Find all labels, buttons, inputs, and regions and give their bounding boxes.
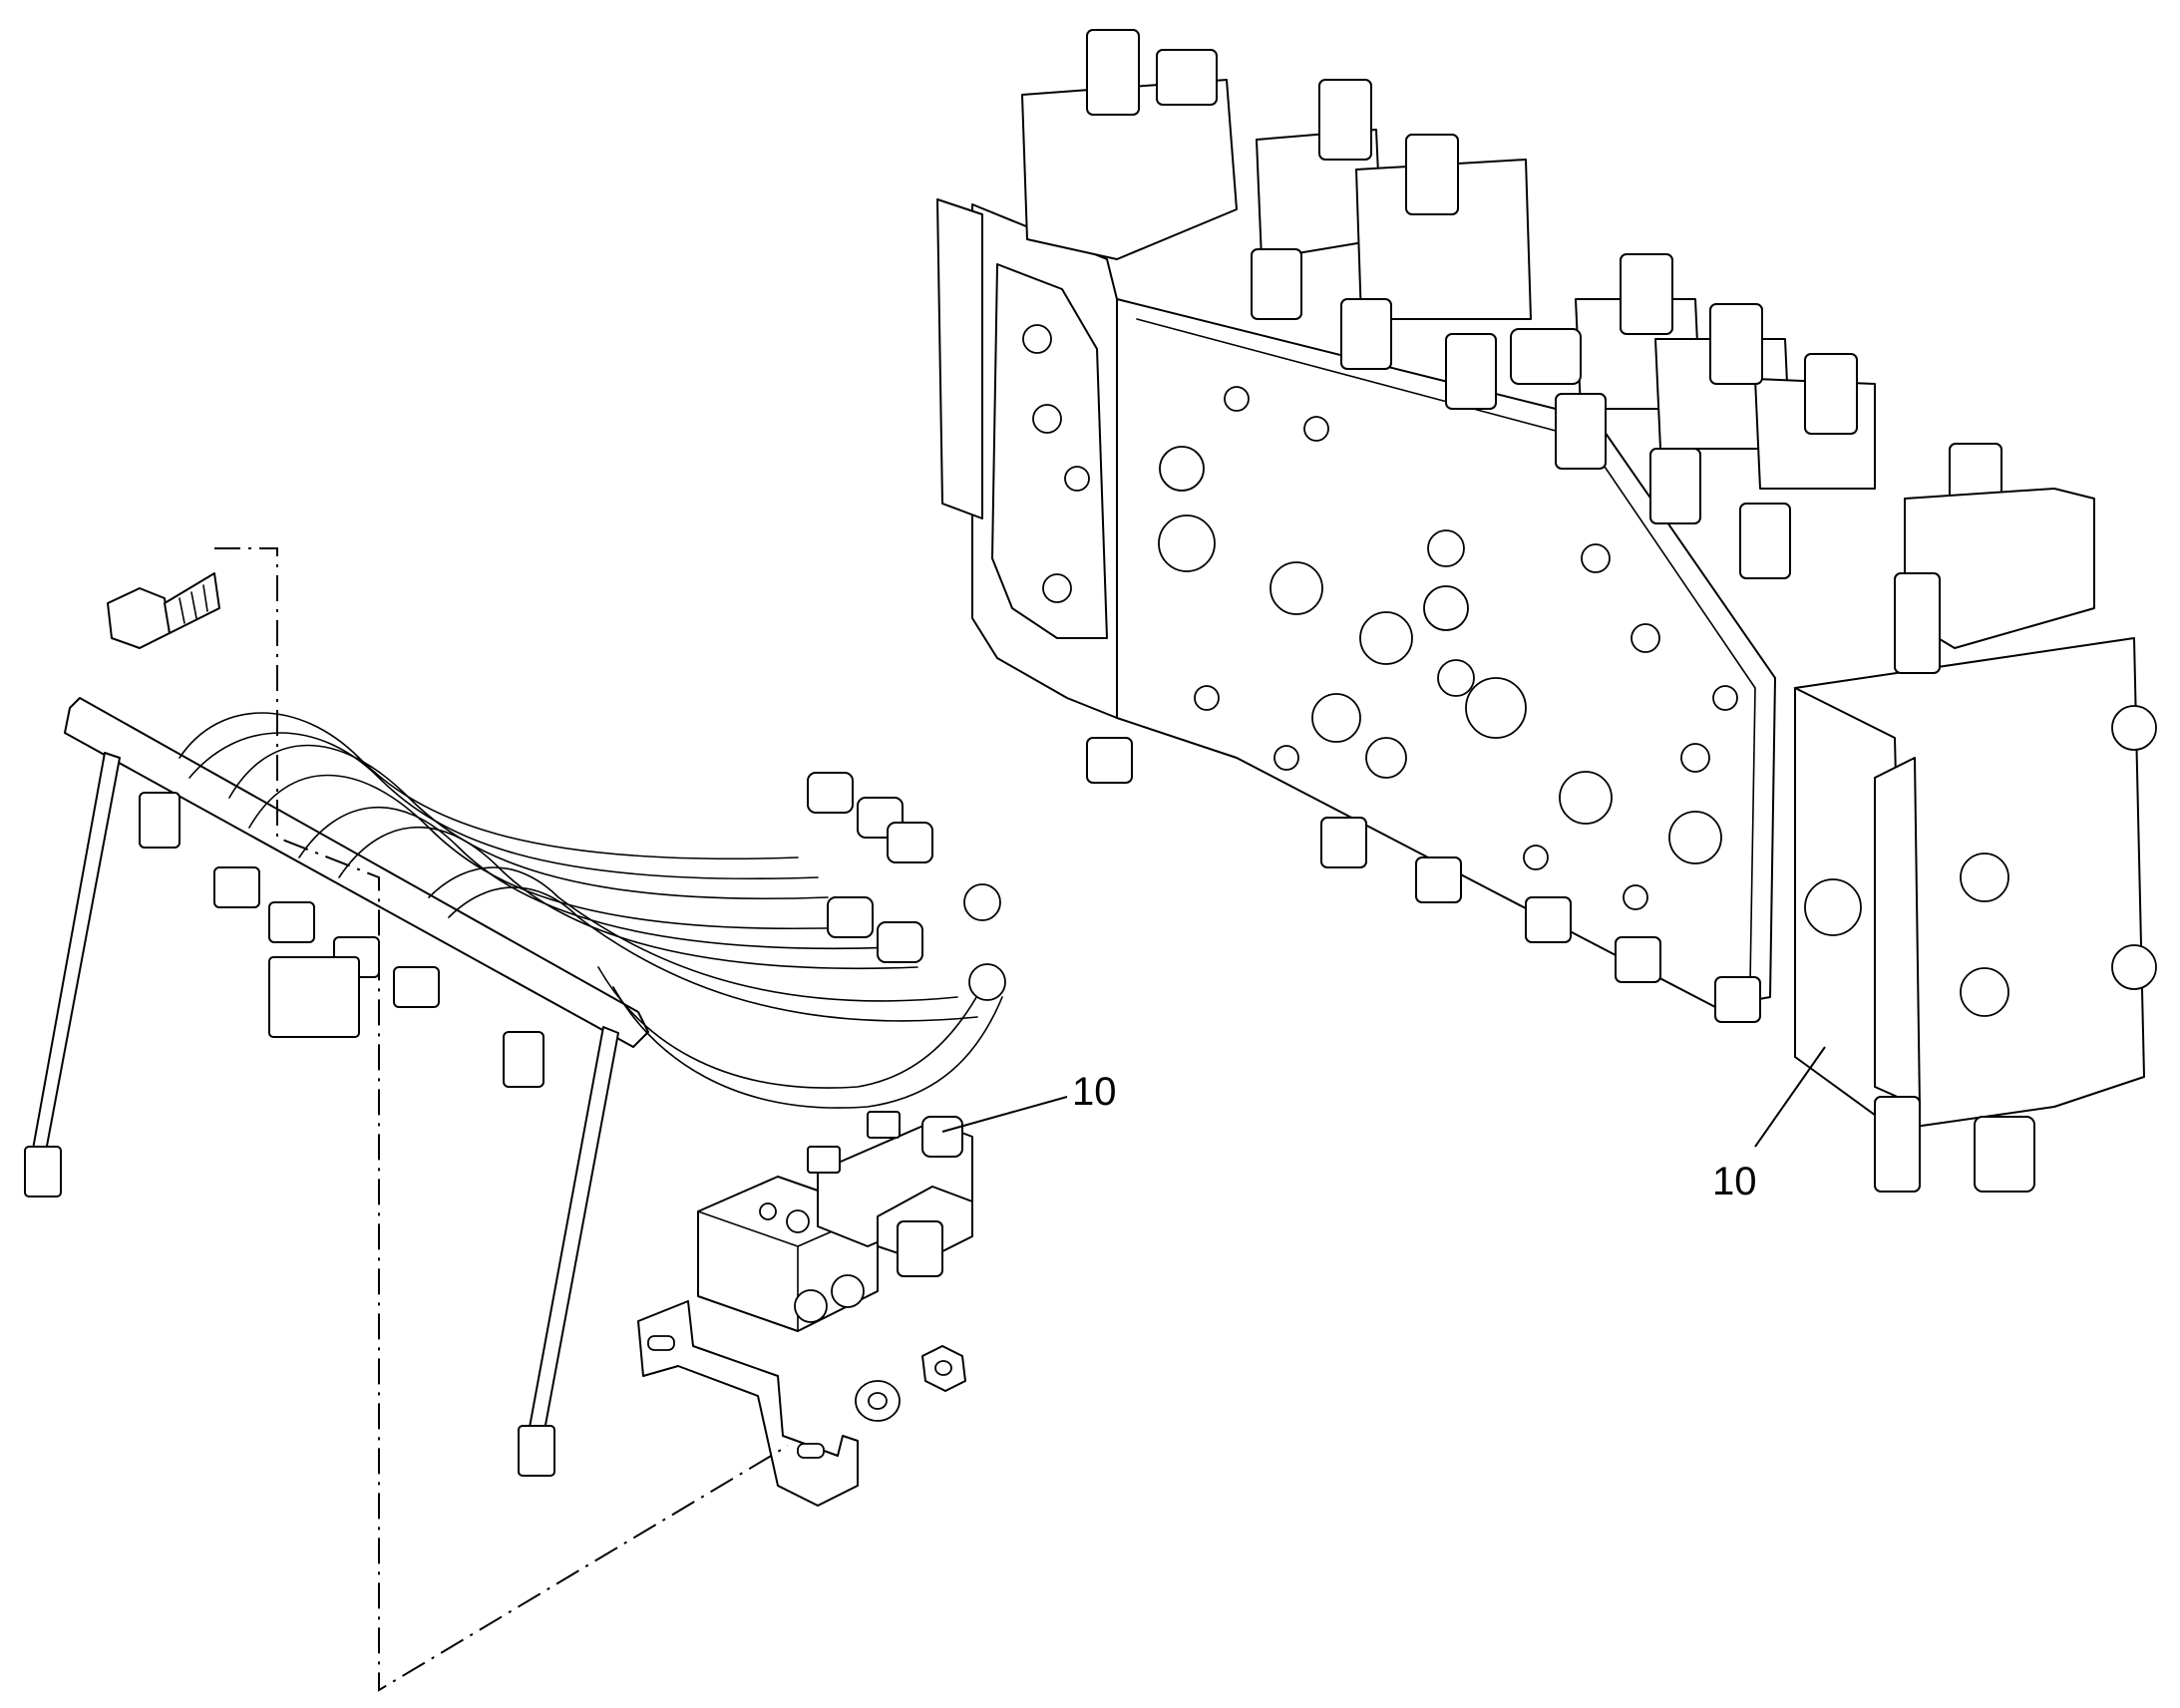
lower-fittings [1086,737,1761,1023]
tube-end-fittings [807,772,1006,1001]
callout-control-valve: 10 [1712,1046,1826,1203]
control-valve-assembly [936,29,2157,1193]
assembly-centerlines [214,547,789,1692]
top-plugs [1086,29,2002,524]
plate-holes [1022,324,1738,910]
callout-label-control-valve: 10 [1712,1160,1757,1203]
tube-bracket-assembly [24,697,1006,1477]
solenoid-valve [637,1111,973,1507]
callout-label-solenoid-valve: 10 [1072,1070,1117,1114]
hex-bolt [107,572,220,649]
callout-solenoid-valve: 10 [941,1070,1117,1133]
pilot-fittings [1251,248,1791,579]
